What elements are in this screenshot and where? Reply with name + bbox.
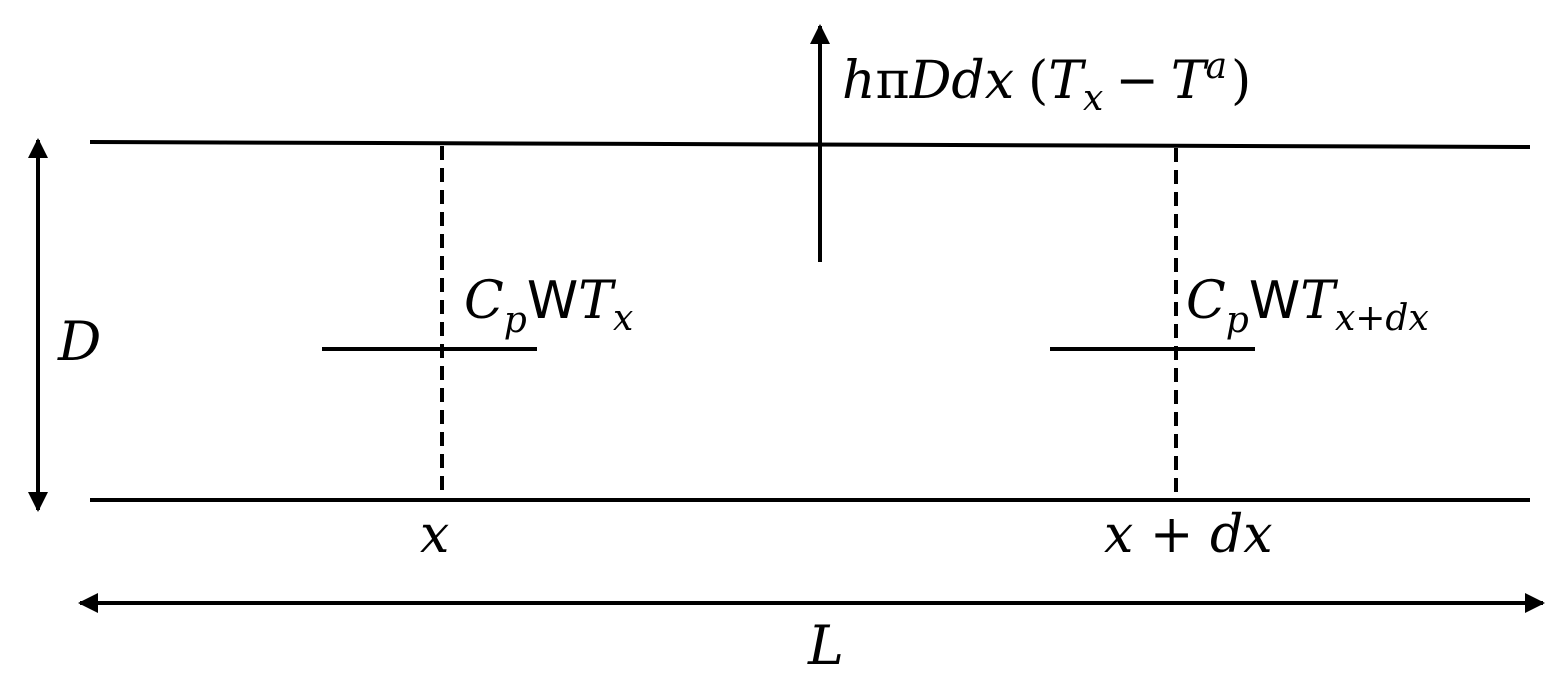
position-right-label: x + dx bbox=[1104, 505, 1273, 565]
heat-loss-label: hπDdx(Tx−Ta) bbox=[842, 46, 1251, 119]
position-left-label: x bbox=[420, 505, 449, 565]
length-label: L bbox=[807, 614, 844, 677]
flux-left-label: CpWTx bbox=[464, 271, 633, 341]
diameter-label: D bbox=[57, 310, 101, 373]
flux-right-label: CpWTx+dx bbox=[1186, 271, 1429, 341]
pipe-top-wall bbox=[89, 140, 1531, 149]
